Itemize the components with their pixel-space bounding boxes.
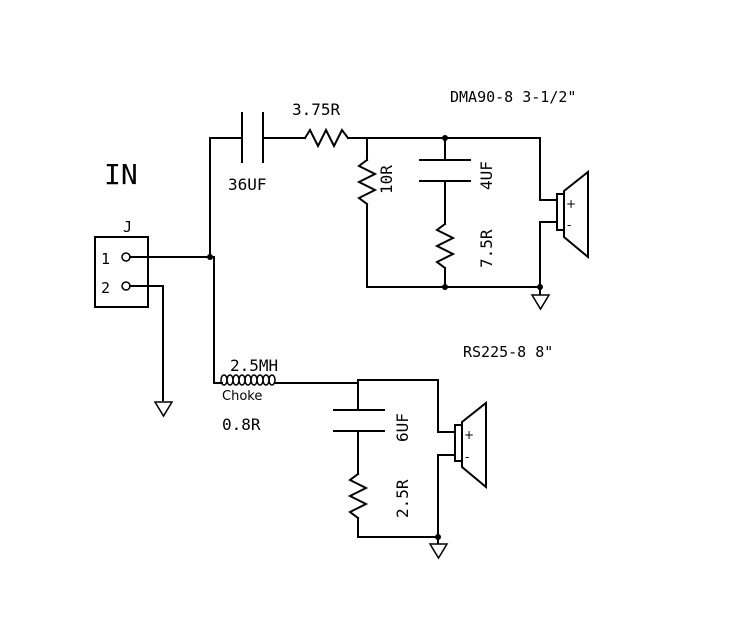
jack-body bbox=[94, 236, 149, 308]
choke-coil-icon bbox=[220, 374, 276, 386]
input-bus-lower bbox=[209, 256, 223, 384]
tweeter-plus-label: + bbox=[566, 197, 576, 211]
tweeter-model-label: DMA90-8 3-1/2" bbox=[450, 88, 576, 106]
ground-icon bbox=[530, 294, 551, 311]
tweeter-plus-wire bbox=[539, 137, 558, 201]
res25-zigzag bbox=[347, 472, 369, 520]
woofer-minus-wire bbox=[437, 454, 456, 538]
res375-zigzag bbox=[303, 127, 350, 149]
cap6-label: 6UF bbox=[393, 413, 412, 442]
woofer-speaker-icon bbox=[461, 400, 487, 490]
jack-pin1-terminal bbox=[121, 252, 131, 262]
res25-label: 2.5R bbox=[393, 479, 412, 518]
res375-label: 3.75R bbox=[292, 100, 341, 119]
res10-label: 10R bbox=[377, 165, 396, 194]
woofer-plus-label: + bbox=[464, 428, 474, 442]
inductor-res-label: 0.8R bbox=[222, 415, 261, 434]
res75-zigzag bbox=[434, 222, 456, 270]
woofer-minus-label: - bbox=[465, 450, 469, 464]
input-label: IN bbox=[104, 158, 138, 191]
tweeter-speaker-icon bbox=[563, 169, 589, 260]
woofer-model-label: RS225-8 8" bbox=[463, 343, 553, 361]
res75-label: 7.5R bbox=[477, 229, 496, 268]
woofer-top-rail bbox=[274, 379, 439, 384]
cap36-label: 36UF bbox=[228, 175, 267, 194]
ground-icon bbox=[153, 401, 174, 418]
woofer-plus-wire bbox=[437, 379, 456, 433]
jack-pin2-label: 2 bbox=[101, 279, 110, 297]
ground-icon bbox=[428, 543, 449, 560]
jack-ref-label: J bbox=[123, 218, 132, 236]
jack-pin2-terminal bbox=[121, 281, 131, 291]
tweeter-bottom-junction bbox=[442, 284, 448, 290]
jack-pin1-label: 1 bbox=[101, 250, 110, 268]
woofer-magnet bbox=[454, 424, 463, 462]
pin2-wire bbox=[129, 285, 164, 401]
inductor-label: 2.5MH bbox=[230, 356, 278, 375]
tweeter-magnet bbox=[556, 193, 565, 231]
tweeter-minus-label: - bbox=[567, 218, 571, 232]
cap4-label: 4UF bbox=[477, 161, 496, 190]
res10-zigzag bbox=[356, 158, 378, 206]
inductor-type-label: Choke bbox=[222, 389, 262, 404]
tweeter-minus-wire bbox=[539, 221, 558, 288]
